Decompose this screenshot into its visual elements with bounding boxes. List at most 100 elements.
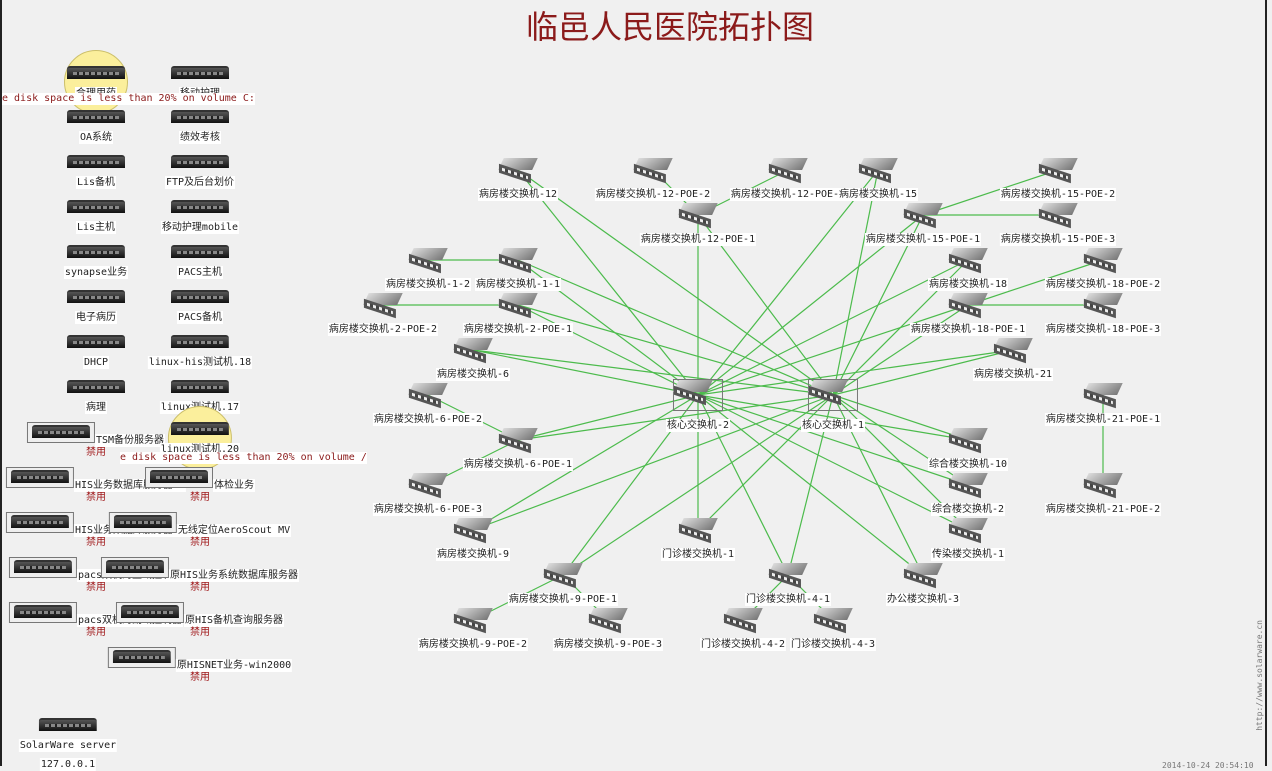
switch-node[interactable]: 病房楼交换机-6-POE-2 — [372, 383, 484, 426]
switch-node[interactable]: 病房楼交换机-15 — [837, 158, 919, 201]
switch-node[interactable]: 病房楼交换机-6-POE-3 — [372, 473, 484, 516]
switch-node[interactable]: 综合楼交换机-10 — [927, 428, 1009, 471]
link-core1-p2-1 — [517, 304, 834, 396]
server-icon — [67, 155, 125, 168]
status-disabled: 禁用 — [86, 582, 106, 593]
switch-label: 病房楼交换机-15-POE-1 — [864, 233, 982, 246]
switch-icon — [498, 248, 538, 274]
switch-node[interactable]: 病房楼交换机-21-POE-1 — [1044, 383, 1162, 426]
switch-icon — [1083, 293, 1123, 319]
switch-node[interactable]: 病房楼交换机-1-2 — [384, 248, 472, 291]
server-node[interactable]: PACS主机 — [171, 245, 229, 279]
link-core2-bg3 — [697, 394, 924, 576]
server-icon — [108, 512, 177, 533]
status-disabled: 禁用 — [85, 492, 106, 503]
server-node[interactable]: PACS备机 — [171, 290, 229, 324]
server-icon — [26, 422, 95, 443]
switch-node[interactable]: 传染楼交换机-1 — [930, 518, 1006, 561]
switch-node[interactable]: 病房楼交换机-18-POE-1 — [909, 293, 1027, 336]
switch-node[interactable]: 门诊楼交换机-4-3 — [789, 608, 877, 651]
server-node[interactable]: 原HIS备机查询服务器禁用 — [115, 602, 285, 639]
switch-label: 病房楼交换机-12-POE-2 — [594, 188, 712, 201]
switch-icon — [408, 248, 448, 274]
switch-node[interactable]: 病房楼交换机-2-POE-2 — [327, 293, 439, 336]
switch-node[interactable]: 病房楼交换机-15-POE-3 — [999, 203, 1117, 246]
server-icon — [5, 512, 74, 533]
switch-icon — [1038, 158, 1078, 184]
switch-node[interactable]: 病房楼交换机-15-POE-1 — [864, 203, 982, 246]
switch-icon — [903, 203, 943, 229]
switch-label: 病房楼交换机-18-POE-1 — [909, 323, 1027, 336]
server-node[interactable]: TSM备份服务器禁用 — [26, 422, 166, 459]
core-switch-node[interactable]: 核心交换机-2 — [665, 379, 731, 432]
server-node[interactable]: OA系统 — [67, 110, 125, 144]
switch-node[interactable]: 病房楼交换机-21 — [972, 338, 1054, 381]
switch-icon — [363, 293, 403, 319]
switch-node[interactable]: 病房楼交换机-6 — [435, 338, 511, 381]
server-node[interactable]: 原HIS业务系统数据库服务器禁用 — [100, 557, 300, 594]
server-label: 电子病历 — [75, 311, 117, 324]
switch-icon — [813, 608, 853, 634]
switch-node[interactable]: 病房楼交换机-2-POE-1 — [462, 293, 574, 336]
switch-label: 病房楼交换机-6 — [435, 368, 511, 381]
server-icon — [64, 245, 128, 258]
server-label: TSM备份服务器 — [94, 434, 166, 447]
core-switch-node[interactable]: 核心交换机-1 — [800, 379, 866, 432]
server-node[interactable]: Lis主机 — [67, 200, 125, 234]
server-node[interactable]: Lis备机 — [67, 155, 125, 189]
switch-label: 病房楼交换机-1-1 — [474, 278, 562, 291]
server-node[interactable]: 电子病历 — [67, 290, 125, 324]
switch-node[interactable]: 门诊楼交换机-4-1 — [744, 563, 832, 606]
switch-node[interactable]: 病房楼交换机-9-POE-3 — [552, 608, 664, 651]
switch-node[interactable]: 门诊楼交换机-4-2 — [699, 608, 787, 651]
switch-node[interactable]: 病房楼交换机-18-POE-2 — [1044, 248, 1162, 291]
switch-node[interactable]: 病房楼交换机-12-POE-1 — [639, 203, 757, 246]
switch-label: 病房楼交换机-9-POE-2 — [417, 638, 529, 651]
server-node[interactable]: 绩效考核 — [171, 110, 229, 144]
switch-icon — [768, 563, 808, 589]
switch-label: 病房楼交换机-15 — [837, 188, 919, 201]
status-disabled: 禁用 — [189, 672, 210, 683]
server-icon — [67, 335, 125, 348]
switch-label: 门诊楼交换机-4-2 — [699, 638, 787, 651]
server-node[interactable]: linux-his测试机.18 — [147, 335, 253, 369]
server-node[interactable]: 病理 — [67, 380, 125, 414]
server-node[interactable]: linux测试机.20 — [159, 406, 241, 470]
switch-node[interactable]: 病房楼交换机-18-POE-3 — [1044, 293, 1162, 336]
switch-icon — [543, 563, 583, 589]
switch-node[interactable]: 病房楼交换机-18 — [927, 248, 1009, 291]
status-disabled: 禁用 — [190, 627, 210, 638]
switch-node[interactable]: 病房楼交换机-15-POE-2 — [999, 158, 1117, 201]
server-icon — [67, 380, 125, 393]
switch-node[interactable]: 病房楼交换机-12 — [477, 158, 559, 201]
footer-url[interactable]: http://www.solarware.cn — [1255, 620, 1264, 731]
server-icon — [145, 467, 213, 488]
switch-node[interactable]: 病房楼交换机-12-POE-3 — [729, 158, 847, 201]
switch-node[interactable]: 综合楼交换机-2 — [930, 473, 1006, 516]
server-node[interactable]: synapse业务 — [63, 245, 129, 279]
switch-node[interactable]: 病房楼交换机-21-POE-2 — [1044, 473, 1162, 516]
link-core2-n9 — [472, 394, 699, 531]
server-icon — [19, 718, 117, 731]
server-node[interactable]: 移动护理mobile — [160, 200, 240, 234]
switch-icon — [948, 473, 988, 499]
server-label: OA系统 — [78, 131, 114, 144]
switch-label: 核心交换机-2 — [665, 419, 731, 432]
server-node[interactable]: FTP及后台划价 — [164, 155, 236, 189]
switch-label: 核心交换机-1 — [800, 419, 866, 432]
switch-icon — [1038, 203, 1078, 229]
switch-node[interactable]: 病房楼交换机-9-POE-2 — [417, 608, 529, 651]
switch-node[interactable]: 病房楼交换机-12-POE-2 — [594, 158, 712, 201]
switch-node[interactable]: 门诊楼交换机-1 — [660, 518, 736, 561]
server-node[interactable]: DHCP — [67, 335, 125, 369]
switch-node[interactable]: 病房楼交换机-9 — [435, 518, 511, 561]
switch-node[interactable]: 病房楼交换机-9-POE-1 — [507, 563, 619, 606]
server-node[interactable]: 体检业务禁用 — [145, 467, 255, 504]
switch-node[interactable]: 病房楼交换机-1-1 — [474, 248, 562, 291]
switch-node[interactable]: 病房楼交换机-6-POE-1 — [462, 428, 574, 471]
switch-icon — [948, 293, 988, 319]
switch-node[interactable]: 办公楼交换机-3 — [885, 563, 961, 606]
